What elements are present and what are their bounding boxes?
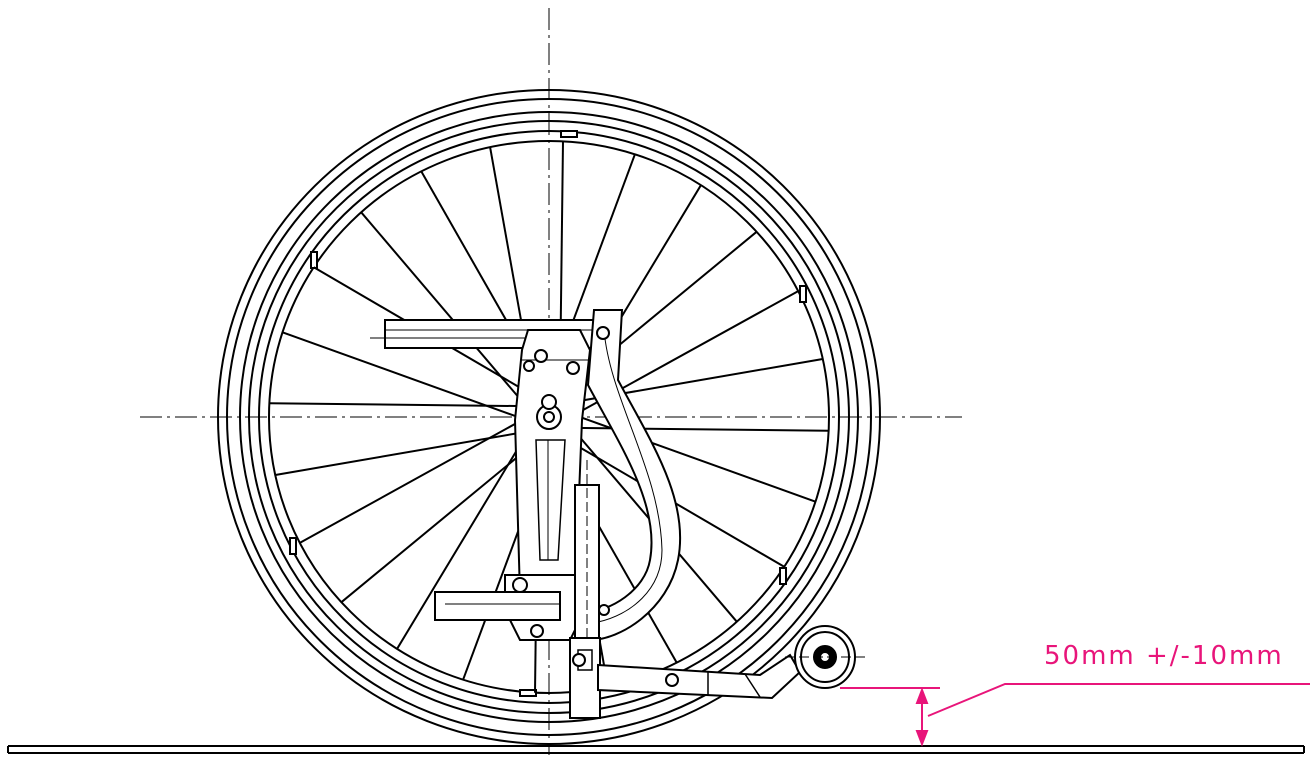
dimension-leader xyxy=(927,683,1310,717)
clearance-dimension xyxy=(840,683,1310,747)
spoke xyxy=(340,441,537,603)
spoke xyxy=(299,419,522,544)
wheel-rims xyxy=(217,89,881,745)
tire-inner xyxy=(248,120,850,714)
spoke xyxy=(269,402,524,408)
handrim-standoffs xyxy=(289,130,807,697)
spoke xyxy=(360,211,525,405)
handrim-outer xyxy=(217,89,881,745)
handrim-inner xyxy=(226,98,872,736)
bolts xyxy=(512,326,679,687)
caster-wheel xyxy=(785,625,865,689)
rim-outer xyxy=(258,130,840,704)
rim-inner xyxy=(268,140,830,694)
spoke xyxy=(396,433,528,650)
tire-outer xyxy=(239,111,859,723)
spoke xyxy=(275,430,526,476)
clearance-dimension-label: 50mm +/-10mm xyxy=(1044,641,1284,671)
lower-tube xyxy=(434,591,561,621)
ground-line xyxy=(7,745,1305,754)
spoke xyxy=(282,331,522,420)
